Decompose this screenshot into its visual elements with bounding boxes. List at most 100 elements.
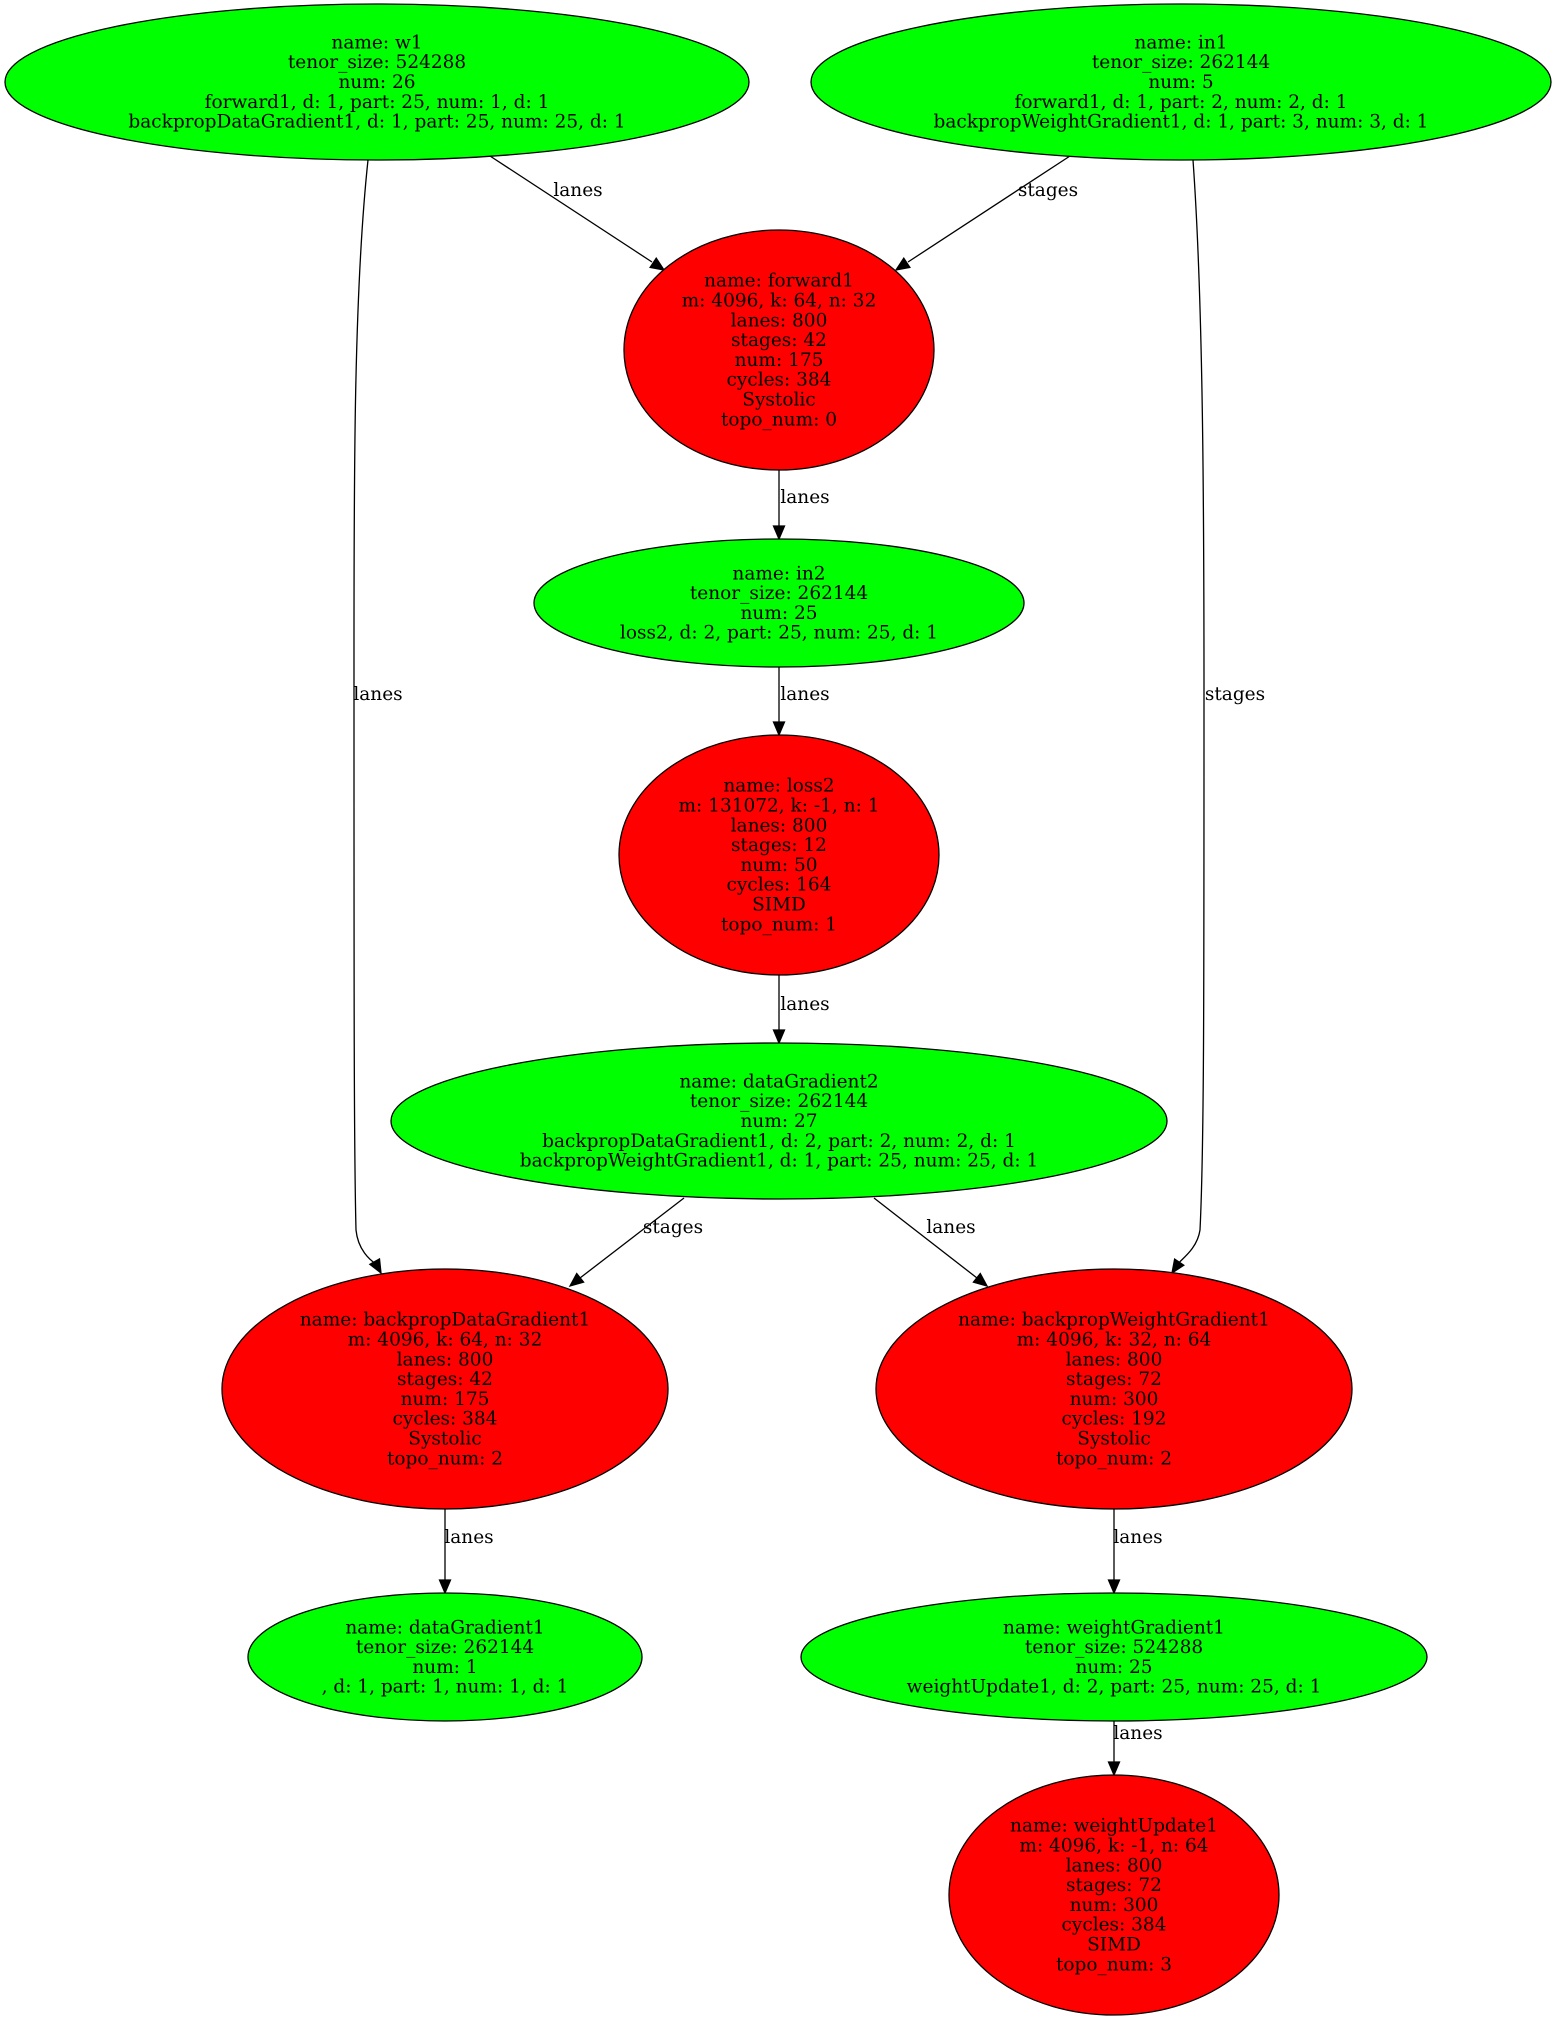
node-label-line: tenor_size: 262144 [356,1637,534,1658]
node-label-line: stages: 42 [397,1369,493,1390]
node-label-line: m: 4096, k: 32, n: 64 [1017,1330,1212,1351]
edge-arrowhead [772,721,786,737]
node-label-line: cycles: 384 [1062,1915,1167,1936]
node-label-line: name: forward1 [704,271,854,292]
edge-in1-forward1: stages [894,155,1078,271]
edge-dataGradient2-backpropWeightGradient1: lanes [873,1197,989,1288]
edge-arrowhead [1171,1258,1185,1275]
edge-line [579,1197,685,1279]
node-label-line: num: 50 [740,855,817,876]
node-label-line: topo_num: 1 [721,914,837,935]
tensor-node-ellipse [810,3,1552,161]
node-label-line: name: dataGradient1 [345,1617,544,1638]
node-label-line: weightUpdate1, d: 2, part: 25, num: 25, … [907,1677,1322,1698]
node-label-line: loss2, d: 2, part: 25, num: 25, d: 1 [620,623,938,644]
node-label-line: num: 300 [1070,1895,1159,1916]
node-label-line: num: 175 [401,1389,490,1410]
node-label-line: topo_num: 0 [721,409,837,430]
edge-dataGradient2-backpropDataGradient1: stages [568,1197,703,1288]
edge-arrowhead [772,525,786,541]
op-node-ellipse [623,229,935,471]
edge-in2-loss2: lanes [772,667,830,737]
node-label-line: backpropDataGradient1, d: 2, part: 2, nu… [542,1131,1016,1152]
node-label-line: topo_num: 2 [387,1448,503,1469]
edge-label: lanes [444,1527,493,1548]
edges-layer: lanes stages lanes stages lanes lanes lanes sta… [353,155,1265,1777]
node-label-line: , d: 1, part: 1, num: 1, d: 1 [322,1677,569,1698]
tensor-node-ellipse [533,538,1025,668]
edge-label: lanes [553,180,602,201]
edge-backpropDataGradient1-dataGradient1: lanes [438,1509,494,1595]
node-label-line: backpropWeightGradient1, d: 1, part: 3, … [934,112,1429,133]
edge-arrowhead [1107,1579,1121,1595]
edge-line [907,155,1071,263]
edge-w1-backpropDataGradient1: lanes [353,159,403,1275]
edge-label: stages [1205,684,1265,705]
node-label-line: name: weightUpdate1 [1010,1816,1218,1837]
edge-weightGradient1-weightUpdate1: lanes [1107,1721,1163,1777]
node-label-line: Systolic [1077,1429,1150,1450]
node-label-line: tenor_size: 524288 [288,52,466,73]
node-label-line: num: 1 [412,1657,477,1678]
node-label-line: cycles: 192 [1062,1409,1167,1430]
node-label-line: topo_num: 2 [1056,1448,1172,1469]
node-label-line: tenor_size: 524288 [1025,1637,1203,1658]
node-label-line: lanes: 800 [1066,1349,1163,1370]
node-label-line: tenor_size: 262144 [690,1091,868,1112]
node-label-line: stages: 72 [1066,1875,1162,1896]
tensor-node-ellipse [800,1592,1428,1722]
node-label-line: lanes: 800 [731,310,828,331]
edge-label: lanes [1113,1723,1162,1744]
node-label-line: tenor_size: 262144 [1092,52,1270,73]
edge-line [489,155,653,263]
edge-label: lanes [353,684,402,705]
op-node-ellipse [875,1268,1353,1510]
node-label-line: name: dataGradient2 [679,1071,878,1092]
node-label-line: cycles: 384 [393,1409,498,1430]
edge-w1-forward1: lanes [489,155,666,271]
edge-arrowhead [894,257,911,271]
edge-line [353,159,377,1265]
node-label-line: name: weightGradient1 [1003,1617,1225,1638]
edge-arrowhead [368,1257,382,1275]
edge-label: stages [1018,180,1078,201]
op-node-ellipse [948,1774,1280,2016]
node-label-line: num: 25 [1075,1657,1152,1678]
node-label-line: Systolic [742,390,815,411]
node-label-line: num: 25 [740,603,817,624]
node-label-line: stages: 12 [731,835,827,856]
edge-arrowhead [438,1579,452,1595]
node-label-line: num: 300 [1070,1389,1159,1410]
edge-in1-backpropWeightGradient1: stages [1171,159,1265,1275]
node-label-line: name: w1 [331,32,422,53]
node-label-line: Systolic [408,1429,481,1450]
node-label-line: num: 27 [740,1111,817,1132]
node-label-line: lanes: 800 [1066,1855,1163,1876]
tensor-node-ellipse [247,1592,643,1722]
node-label-line: m: 131072, k: -1, n: 1 [679,796,880,817]
node-label-line: lanes: 800 [397,1349,494,1370]
node-label-line: stages: 72 [1066,1369,1162,1390]
op-node-ellipse [221,1268,669,1510]
edge-line [1177,159,1205,1265]
node-label-line: name: in2 [732,563,825,584]
node-label-line: SIMD [752,895,806,916]
edge-arrowhead [568,1272,585,1288]
node-label-line: backpropDataGradient1, d: 1, part: 25, n… [128,112,625,133]
node-label-line: lanes: 800 [731,815,828,836]
op-node-ellipse [618,734,940,976]
node-label-line: forward1, d: 1, part: 25, num: 1, d: 1 [205,92,550,113]
edge-label: lanes [780,684,829,705]
edge-label: lanes [780,487,829,508]
node-label-line: SIMD [1087,1935,1141,1956]
